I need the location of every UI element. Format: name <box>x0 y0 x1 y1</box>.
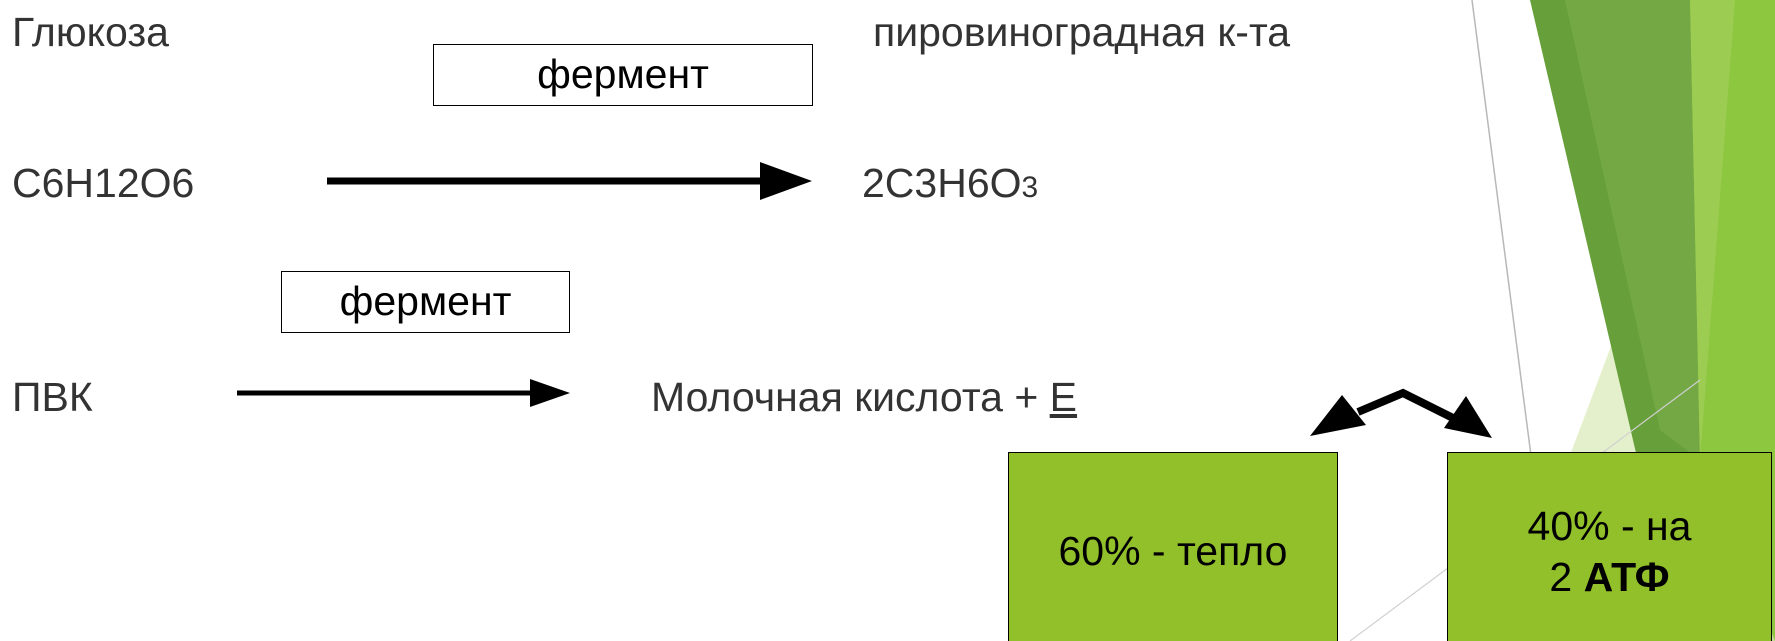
energy-symbol: Е <box>1049 374 1078 420</box>
split-arrowhead-left <box>1310 395 1366 436</box>
deco-facet-mid <box>1565 0 1700 460</box>
atp-count: 2 <box>1549 554 1584 600</box>
lactic-acid-text: Молочная кислота + <box>651 374 1050 420</box>
reaction2-arrowhead <box>530 379 570 407</box>
heat-label: 60% - тепло <box>1058 528 1288 575</box>
lactic-acid-product: Молочная кислота + Е <box>651 377 1077 418</box>
atp-line-2: 2 АТФ <box>1549 552 1669 603</box>
enzyme-label-1: фермент <box>537 51 709 97</box>
pyruvic-acid-formula: 2C3H6O3 <box>862 163 1038 204</box>
enzyme-box-1: фермент <box>433 44 813 106</box>
glucose-formula: C6H12O6 <box>12 160 195 206</box>
pyruvic-formula-subscript: 3 <box>1021 171 1039 204</box>
enzyme-box-2: фермент <box>281 271 570 333</box>
atp-label: АТФ <box>1583 554 1670 600</box>
atp-box: 40% - на 2 АТФ <box>1447 452 1772 641</box>
split-arrowhead-right <box>1444 396 1492 438</box>
pyruvic-acid-name: пировиноградная к-та <box>873 9 1291 55</box>
pvk-label: ПВК <box>12 374 93 420</box>
deco-facet-bright-2 <box>1690 0 1735 460</box>
pyruvic-formula-main: 2C3H6O <box>862 160 1022 206</box>
reaction1-arrowhead <box>760 162 812 200</box>
split-arrow-lines <box>1356 388 1455 422</box>
enzyme-label-2: фермент <box>339 278 512 324</box>
atp-line-1: 40% - на <box>1527 502 1692 549</box>
heat-box: 60% - тепло <box>1008 452 1338 641</box>
glucose-name: Глюкоза <box>12 9 169 55</box>
